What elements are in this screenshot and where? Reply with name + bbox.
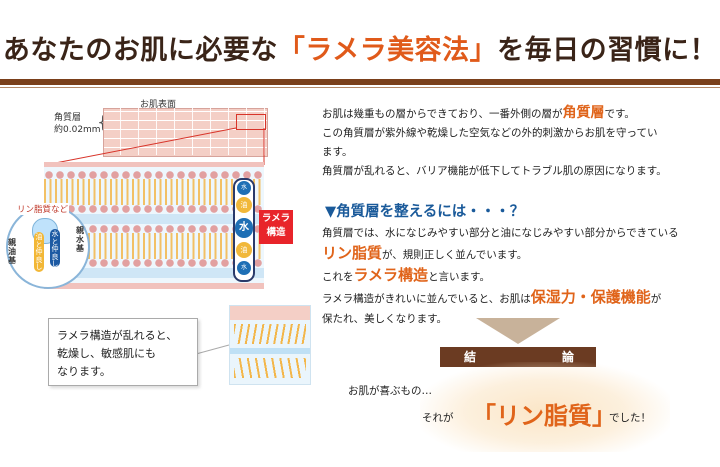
p2-text: 保たれ、美しくなります。: [322, 313, 448, 325]
horny-layer-highlight: 角質層: [562, 105, 605, 121]
skin-brick-joints: [103, 108, 266, 155]
phospholipid-label: リン脂質など: [16, 203, 70, 215]
down-arrow-icon: [476, 318, 560, 344]
mini-tails: [234, 324, 306, 344]
mini-tails: [234, 358, 306, 378]
p2-text: が: [650, 293, 662, 305]
water-small-badge: 水: [237, 181, 251, 195]
p2-text: これを: [322, 271, 354, 283]
disordered-layer-illustration: [229, 305, 311, 385]
hydrophilic-label: 親水基: [76, 226, 84, 253]
p1-text: です。: [604, 108, 635, 120]
lamella-capsule: 水 油 水 油 水: [233, 178, 255, 282]
deshita-text: でした！: [609, 412, 651, 424]
head-row: [44, 225, 264, 233]
brace-icon: {: [97, 112, 108, 133]
section-heading: ▼角質層を整えるには・・・？: [325, 204, 525, 220]
p1-text: この角質層が紫外線や乾燥した空気などの外的刺激からお肌を守ってい: [322, 127, 658, 139]
title-post: を毎日の習慣に！: [497, 35, 718, 66]
head-row: [44, 259, 264, 267]
molecule-oil-tail: 油と仲良し: [34, 232, 44, 272]
p2-text: が、規則正しく並んでいます。: [382, 249, 528, 261]
oil-badge: 油: [236, 197, 252, 213]
zoom-highlight-box: [236, 114, 266, 130]
bubble-line: ラメラ構造が乱れると、: [57, 329, 178, 342]
bubble-line: なります。: [57, 365, 111, 378]
p2-text: と言います。: [428, 271, 491, 283]
water-band: [44, 214, 264, 224]
horny-layer-label: 角質層 約0.02mm: [54, 112, 101, 136]
membrane-top-band: [44, 162, 264, 168]
p1-text: ます。: [322, 146, 353, 158]
lamella-paragraph: 角質層では、水になじみやすい部分と油になじみやすい部分からできている リン脂質が…: [322, 223, 717, 329]
p2-text: 角質層では、水になじみやすい部分と油になじみやすい部分からできている: [322, 227, 679, 239]
highlight-glow: [420, 362, 670, 452]
water-small-badge: 水: [237, 261, 251, 275]
happy-text: お肌が喜ぶもの…: [348, 385, 432, 397]
water-center-badge: 水: [235, 218, 253, 238]
oil-badge: 油: [236, 242, 252, 258]
title-pre: あなたのお肌に必要な: [2, 35, 278, 66]
phospholipid-final: 「リン脂質」: [472, 401, 616, 430]
lamella-tag-line1: ラメラ: [261, 213, 291, 224]
speech-bubble: [48, 318, 198, 386]
tail-row: [44, 179, 264, 205]
skin-surface-label: お肌表面: [140, 100, 177, 110]
bubble-line: 乾燥し、敏感肌にも: [57, 347, 156, 360]
head-row: [44, 171, 264, 179]
horny-layer-name: 角質層: [54, 113, 82, 123]
head-row: [44, 205, 264, 213]
speech-bubble-text: ラメラ構造が乱れると、 乾燥し、敏感肌にも なります。: [57, 327, 197, 381]
mini-water: [230, 348, 310, 354]
moisture-highlight: 保湿力・保護機能: [530, 288, 651, 306]
lipophilic-label: 親油基: [8, 238, 16, 265]
p2-text: ラメラ構造がきれいに並んでいると、お肌は: [322, 293, 531, 305]
water-band: [44, 268, 264, 278]
intro-paragraph: お肌は幾重もの層からできており、一番外側の層が角質層です。 この角質層が紫外線や…: [322, 104, 717, 181]
phospholipid-highlight: リン脂質: [322, 244, 383, 262]
p1-text: お肌は幾重もの層からできており、一番外側の層が: [322, 108, 563, 120]
lamella-structure-tag: ラメラ 構造: [259, 210, 293, 244]
lamella-tag-line2: 構造: [266, 227, 286, 238]
lamella-highlight: ラメラ構造: [353, 266, 429, 284]
conclusion-char: 論: [562, 350, 575, 364]
membrane-bottom-band: [44, 283, 264, 289]
mini-skin: [230, 306, 310, 320]
soreaga-text: それが: [422, 412, 454, 424]
molecule-water-tail: 水と仲良し: [50, 229, 60, 268]
page-title: あなたのお肌に必要な「ラメラ美容法」を毎日の習慣に！: [0, 28, 720, 67]
conclusion-char: 結: [464, 350, 477, 364]
p1-text: 角質層が乱れると、バリア機能が低下してトラブル肌の原因になります。: [322, 165, 667, 177]
horny-layer-thickness: 約0.02mm: [54, 125, 101, 135]
title-rule-thin: [0, 87, 720, 88]
title-highlight: 「ラメラ美容法」: [277, 35, 498, 66]
title-rule: [0, 79, 720, 85]
